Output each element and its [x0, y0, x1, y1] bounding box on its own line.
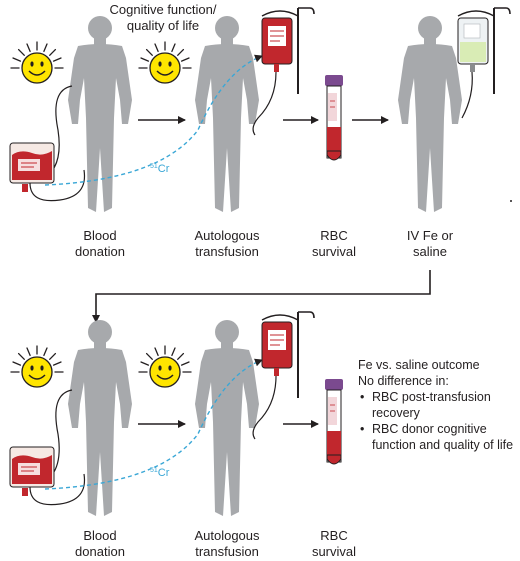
- bag-port-icon: [22, 488, 28, 496]
- donation-tube-line: [29, 473, 86, 506]
- sun-face-icon: [138, 41, 192, 84]
- blood-tube-icon: [324, 378, 344, 465]
- bag-port-icon: [22, 184, 28, 192]
- human-figure-icon: [68, 320, 132, 516]
- iv-pole-icon: [261, 7, 315, 95]
- sun-face-icon: [10, 41, 64, 84]
- cr51-tracer-arc: [44, 54, 263, 186]
- human-figure-icon: [195, 16, 259, 212]
- blood-bag-icon: [9, 142, 55, 184]
- iv-tube-line: [461, 71, 473, 119]
- arrow-to-second-round: [92, 270, 431, 323]
- iv-tube-line: [252, 375, 277, 440]
- outcome-item-recovery: RBC post-transfusion recovery: [358, 389, 518, 421]
- saline-bag-icon: [457, 7, 511, 95]
- sun-face-icon: [138, 345, 192, 388]
- step-label-blood-donation: Blood donation: [75, 528, 125, 559]
- human-figure-icon: [195, 320, 259, 516]
- iv-pole-icon: [261, 311, 315, 399]
- outcome-item-cognitive: RBC donor cognitive function and quality…: [358, 421, 518, 453]
- sun-face-icon: [10, 345, 64, 388]
- step-label-iv-fe-or-saline: IV Fe or saline: [406, 228, 454, 259]
- step-label-rbc-survival: RBC survival: [311, 228, 357, 259]
- step-label-blood-donation: Blood donation: [75, 228, 125, 259]
- cr51-label: 51Cr: [150, 163, 170, 175]
- cr51-tracer-arc: [44, 358, 263, 490]
- cognitive-function-header: Cognitive function/ quality of life: [109, 2, 217, 33]
- outcome-panel: Fe vs. saline outcome No difference in: …: [358, 357, 518, 453]
- blood-bag-icon: [9, 446, 55, 488]
- human-figure-icon: [68, 16, 132, 212]
- human-figure-icon: [398, 16, 462, 212]
- outcome-list: RBC post-transfusion recovery RBC donor …: [358, 389, 518, 453]
- outcome-title: Fe vs. saline outcome: [358, 358, 480, 372]
- iv-tube-line: [252, 71, 277, 136]
- step-label-rbc-survival: RBC survival: [311, 528, 357, 559]
- cr51-label: 51Cr: [150, 467, 170, 479]
- stray-dot: [510, 200, 512, 202]
- outcome-subtitle: No difference in:: [358, 374, 449, 388]
- donation-tube-line: [29, 169, 86, 202]
- blood-tube-icon: [324, 74, 344, 161]
- step-label-autologous-transfusion: Autologous transfusion: [194, 228, 260, 259]
- step-label-autologous-transfusion: Autologous transfusion: [194, 528, 260, 559]
